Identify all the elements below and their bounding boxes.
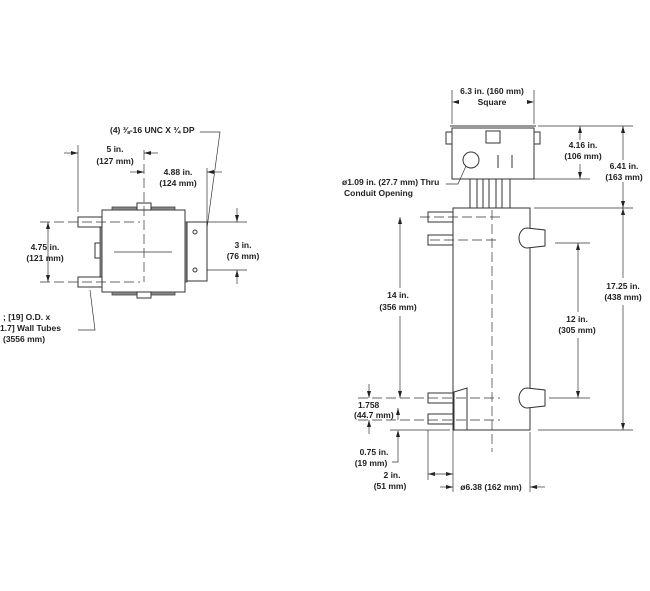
top-view: (4) ⅜-16 UNC X ¾ DP 5 in. (127 mm) 4.88 … — [0, 125, 259, 344]
dim-1758-mm: (44.7 mm) — [354, 410, 394, 420]
dim-12-mm: (305 mm) — [558, 325, 595, 335]
tubes-label-1: ; [19] O.D. x — [3, 312, 51, 322]
dim-14-mm: (356 mm) — [379, 302, 416, 312]
dim-1725-mm: (438 mm) — [604, 292, 641, 302]
dim-5-in: 5 in. — [106, 144, 123, 154]
dim-475-mm: (121 mm) — [26, 253, 63, 263]
conduit-label-1: ø1.09 in. (27.7 mm) Thru — [342, 177, 439, 187]
dim-416-mm: (106 mm) — [564, 151, 601, 161]
dim-12-in: 12 in. — [566, 314, 588, 324]
conduit-label-2: Conduit Opening — [344, 188, 413, 198]
thread-label: (4) ⅜-16 UNC X ¾ DP — [110, 125, 195, 135]
dim-1725-in: 17.25 in. — [606, 281, 640, 291]
heater-box-top — [101, 209, 186, 293]
tubes-label-3: (3556 mm) — [3, 334, 45, 344]
dim-075-in: 0.75 in. — [360, 447, 389, 457]
side-view: 6.3 in. (160 mm) Square 4.16 in. (106 mm… — [342, 86, 643, 492]
dim-488-in: 4.88 in. — [164, 167, 193, 177]
dim-14-in: 14 in. — [387, 290, 409, 300]
dim-075-mm: (19 mm) — [355, 458, 388, 468]
dim-638-diameter: ø6.38 (162 mm) — [460, 482, 522, 492]
dim-5-mm: (127 mm) — [96, 156, 133, 166]
dim-63-square: Square — [478, 97, 507, 107]
dim-3-in: 3 in. — [234, 240, 251, 250]
terminal-head — [451, 127, 535, 180]
dim-641-mm: (163 mm) — [605, 172, 642, 182]
dim-416-in: 4.16 in. — [569, 140, 598, 150]
dim-2-in: 2 in. — [383, 470, 400, 480]
dim-1758-in: 1.758 — [358, 400, 380, 410]
inlet-nozzle — [518, 387, 546, 409]
flange — [186, 221, 208, 282]
outlet-nozzle — [518, 227, 546, 249]
tubes-label-2: 1.7] Wall Tubes — [0, 323, 61, 333]
dim-2-mm: (51 mm) — [374, 481, 407, 491]
conduit-opening — [462, 151, 480, 169]
dim-3-mm: (76 mm) — [227, 251, 260, 261]
dim-63-label: 6.3 in. (160 mm) — [460, 86, 524, 96]
dim-475-in: 4.75 in. — [31, 242, 60, 252]
dim-641-in: 6.41 in. — [610, 161, 639, 171]
dim-488-mm: (124 mm) — [159, 178, 196, 188]
